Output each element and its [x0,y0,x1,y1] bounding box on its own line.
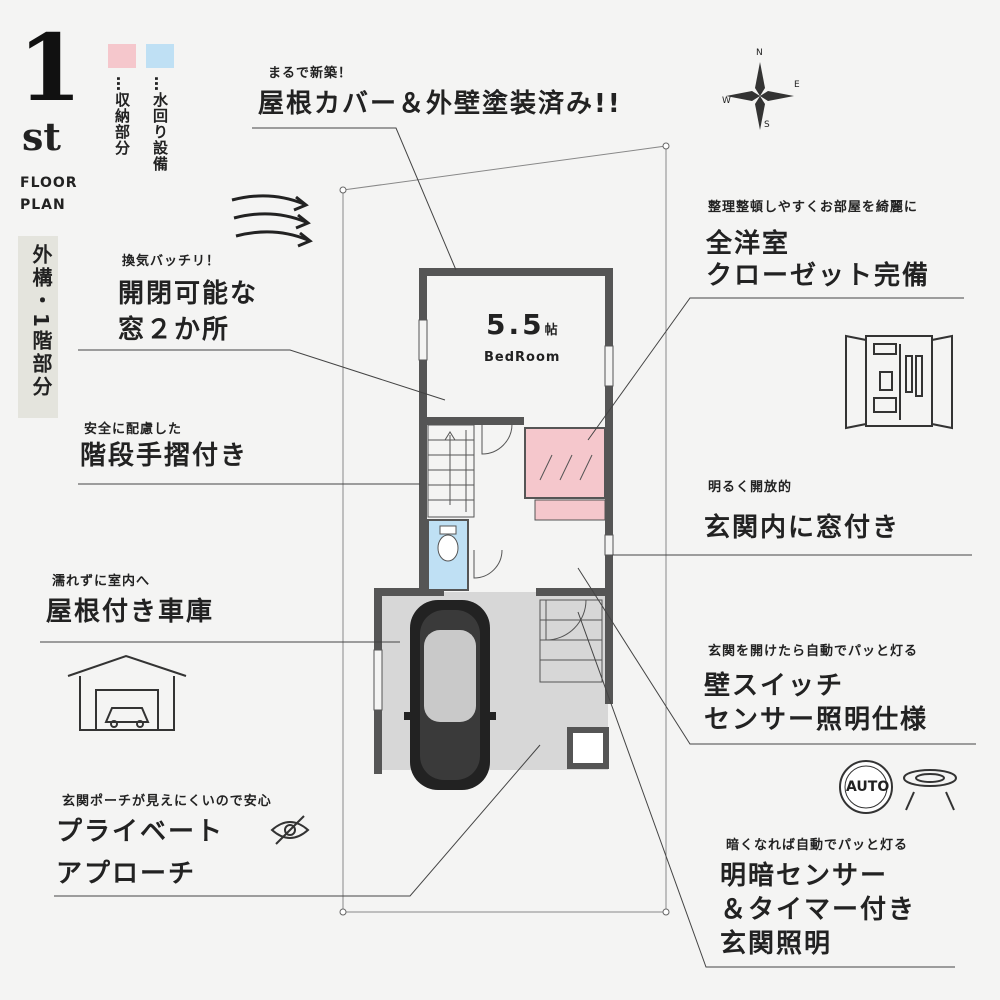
floor-caption-line1: FLOOR [20,175,78,191]
section-label-box: 外構・1階部分 [18,236,58,418]
closet-headline-1: 全洋室 [706,229,791,259]
closet-headline-2: クローゼット完備 [706,261,931,291]
light-small-text: 暗くなれば自動でパッと灯る [726,838,909,853]
garage-column [567,727,609,769]
section-label: 外構・1階部分 [29,244,53,399]
privacy-small-text: 玄関ポーチが見えにくいので安心 [62,794,272,809]
light-headline-1: 明暗センサー [720,861,889,891]
room-size: 5.5帖 [486,308,561,341]
room-size-unit: 帖 [544,323,561,338]
site-boundary [342,145,667,913]
compass-e-label: E [794,80,800,90]
storage-swatch [108,44,136,68]
garage-small-text: 濡れずに室内へ [52,574,151,589]
eye-off-icon [270,815,310,845]
windows-small-text: 換気バッチリ！ [122,254,221,269]
light-headline-2: ＆タイマー付き [720,895,917,925]
entrance-window-headline: 玄関内に窓付き [704,513,901,543]
car-icon [404,600,496,790]
room-size-value: 5.5 [486,308,545,341]
compass-icon [726,62,794,130]
floor-number: 1 [18,14,83,122]
window-marks [373,319,614,711]
stairs-small-text: 安全に配慮した [84,422,183,437]
closet-icon [845,334,953,430]
floor-plan-caption: FLOOR PLAN [20,172,78,216]
staircase [427,424,475,518]
garage-headline: 屋根付き車庫 [46,597,215,627]
privacy-headline-1: プライベート [56,817,225,847]
garage-icon [67,654,187,731]
compass-s-label: S [764,120,770,130]
switch-headline-1: 壁スイッチ [704,671,845,701]
room-name: BedRoom [484,350,561,365]
windows-headline-2: 窓２か所 [118,315,231,345]
floor-suffix: st [22,114,61,159]
leader-lines [40,127,976,968]
storage-legend-label: …収納部分 [113,76,131,156]
ceiling-light-icon [903,769,957,811]
water-legend-label: …水回り設備 [151,76,169,172]
entrance-storage [534,499,606,521]
compass-n-label: N [756,48,763,58]
auto-label: AUTO [846,779,890,795]
closet-small-text: 整理整頓しやすくお部屋を綺麗に [708,200,918,215]
floor-caption-line2: PLAN [20,197,66,213]
light-headline-3: 玄関照明 [720,929,833,959]
roof-small-text: まるで新築！ [268,66,353,81]
roof-headline: 屋根カバー＆外壁塗装済み!! [258,89,622,119]
stairs-headline: 階段手摺付き [80,441,249,471]
entrance-window-small-text: 明るく開放的 [708,480,793,495]
compass-w-label: W [722,96,731,106]
privacy-headline-2: アプローチ [56,859,197,889]
switch-small-text: 玄関を開けたら自動でパッと灯る [708,644,919,659]
windows-headline-1: 開閉可能な [118,279,259,309]
water-swatch [146,44,174,68]
auto-switch-icon [839,760,893,814]
switch-headline-2: センサー照明仕様 [704,705,929,735]
wind-arrows-icon [231,194,313,248]
closet-storage [524,427,606,499]
